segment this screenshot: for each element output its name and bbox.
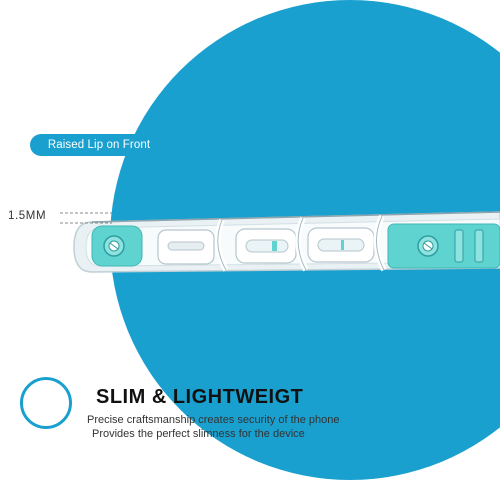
raised-lip-callout: Raised Lip on Front (30, 134, 168, 156)
right-bumper (387, 223, 500, 269)
callout-dot (194, 210, 202, 218)
thickness-label: 1.5MM (8, 210, 47, 222)
feature-description-line-1: Precise craftsmanship creates security o… (87, 414, 340, 426)
raised-lip-edge (91, 211, 500, 223)
feature-title: SLIM & LIGHTWEIGT (96, 386, 304, 408)
feature-icon-ring (20, 377, 72, 429)
callout-leader (168, 144, 199, 212)
phone-case-side (73, 211, 500, 273)
feature-description-line-2: Provides the perfect slimness for the de… (92, 428, 305, 440)
